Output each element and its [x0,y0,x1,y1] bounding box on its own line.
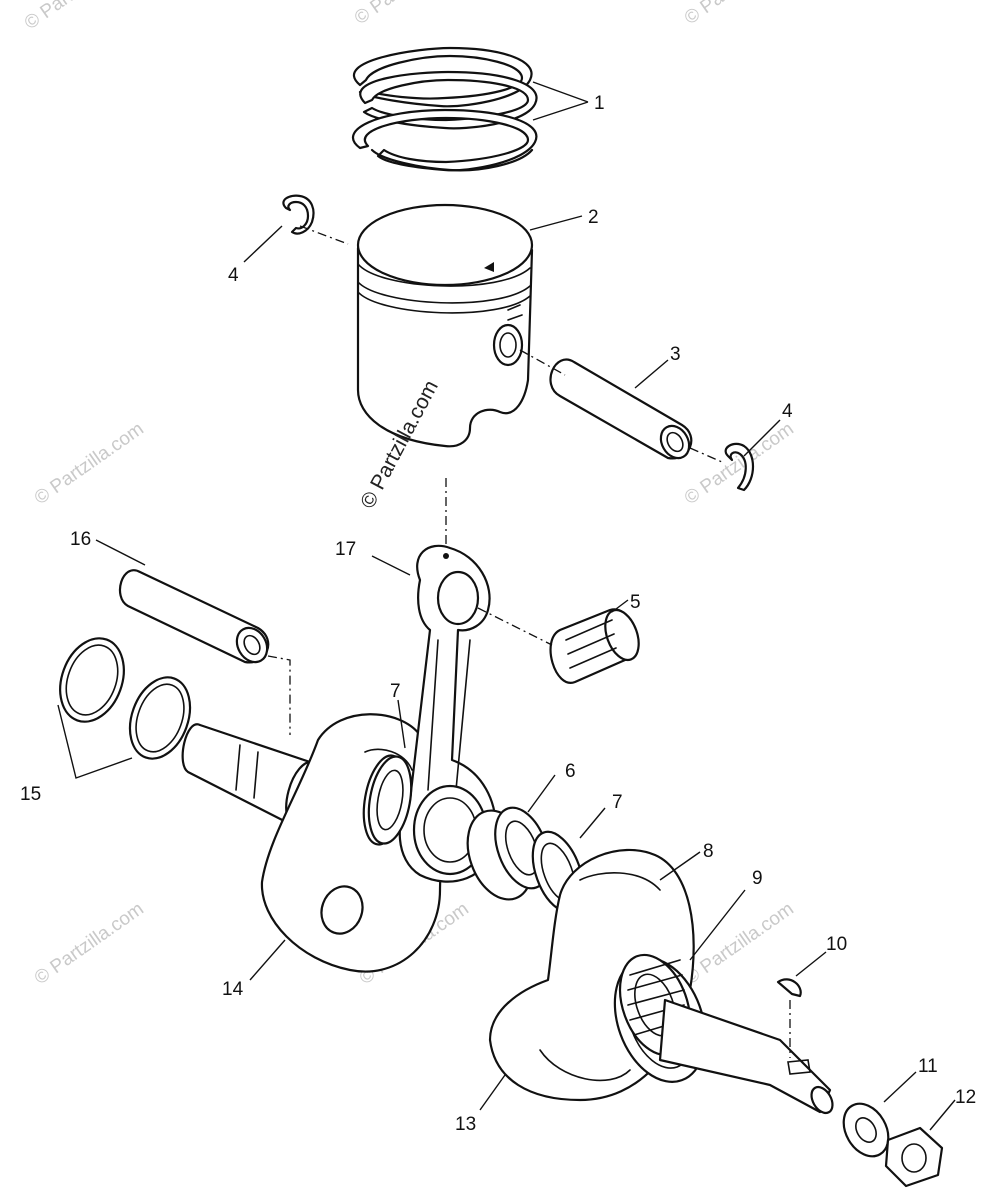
callout-12: 12 [955,1087,976,1108]
leader-line [243,225,283,263]
woodruff-key-icon [776,978,802,998]
callout-7: 7 [612,792,623,813]
leader-line [883,1071,917,1103]
callout-4: 4 [782,401,793,422]
leader-line [689,889,746,961]
nut-icon [884,1126,944,1188]
circlip-icon [724,442,755,492]
leader-line [529,215,583,231]
watermark-text: © Partzilla.com [681,418,798,509]
callout-17: 17 [335,539,356,560]
tapered-shaft-icon [658,998,834,1115]
piston-pin-icon [549,358,693,460]
crank-bearing-icon [466,806,550,901]
needle-bearing-icon [549,608,640,684]
oil-seal-icon [128,676,192,760]
watermark-text: © Partzilla.com [31,418,148,509]
callout-6: 6 [565,761,576,782]
callout-8: 8 [703,841,714,862]
crank-pin-icon [118,569,270,664]
circlip-icon [282,194,315,235]
assembly-axis [267,655,291,735]
watermark-text: © Partzilla.com [681,898,798,989]
callout-15: 15 [20,784,41,805]
leader-line [611,599,629,613]
oil-seal-icon [59,637,125,723]
watermark-text: © Partzilla.com [351,0,468,29]
leader-line [532,81,589,121]
callout-4: 4 [228,265,239,286]
leader-line [579,807,606,839]
callout-10: 10 [826,934,847,955]
watermark-text: © Partzilla.com [681,0,798,29]
callout-9: 9 [752,868,763,889]
leader-line [95,539,146,566]
leader-line [57,704,133,779]
piston-icon [356,203,534,448]
watermark-text: © Partzilla.com [31,898,148,989]
leader-line [249,939,286,981]
leader-line [527,774,556,813]
leader-line [371,555,411,576]
assembly-axis [519,349,566,376]
callout-3: 3 [670,344,681,365]
leader-line [634,359,669,389]
assembly-axis [299,225,349,245]
washer-icon [842,1102,890,1158]
piston-ring-icon [352,46,538,172]
leader-line [659,851,701,881]
callout-14: 14 [222,979,244,1000]
leader-line [479,1074,506,1111]
callout-7: 7 [390,681,401,702]
callout-5: 5 [630,592,641,613]
assembly-axis [689,447,723,463]
callout-16: 16 [70,529,91,550]
thrust-washer-icon [367,755,413,845]
callout-2: 2 [588,207,599,228]
leader-line [795,951,827,977]
callout-1: 1 [594,93,605,114]
leader-line [929,1099,956,1131]
assembly-axis [477,607,553,646]
connecting-rod-icon [398,544,497,883]
leader-line [397,699,406,749]
watermark-text: © Partzilla.com [21,0,138,34]
callout-11: 11 [918,1056,938,1077]
callout-13: 13 [455,1114,476,1135]
leader-line [743,419,781,457]
